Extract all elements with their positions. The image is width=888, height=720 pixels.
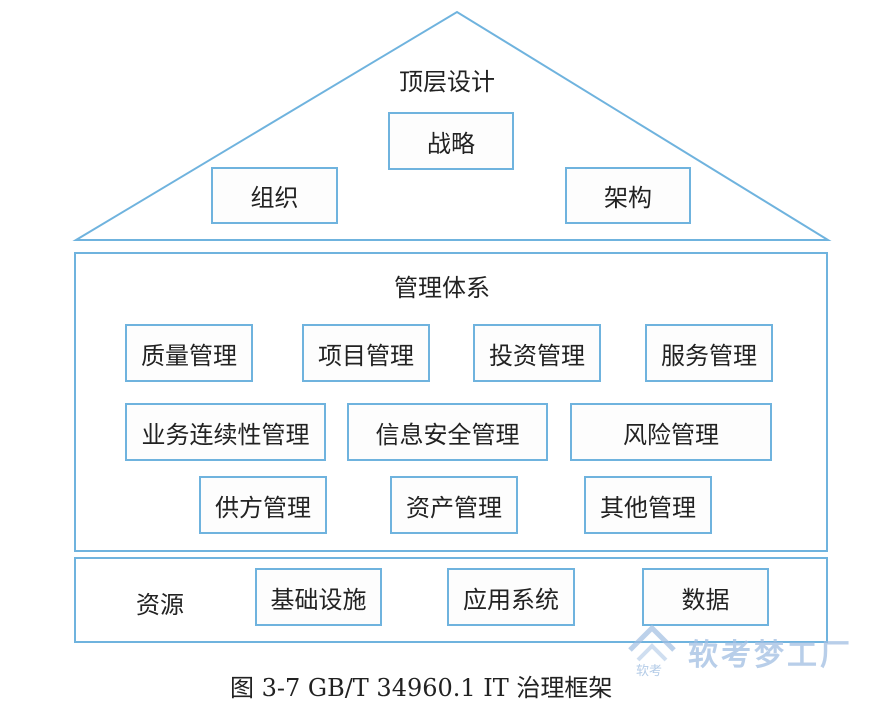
watermark-small-text: 软考: [636, 664, 663, 679]
project-management-box: 项目管理: [302, 324, 430, 382]
service-management-box: 服务管理: [645, 324, 773, 382]
information-security-management-box: 信息安全管理: [347, 403, 548, 461]
top-level-design-title: 顶层设计: [399, 68, 495, 96]
asset-management-box: 资产管理: [390, 476, 518, 534]
resources-title: 资源: [136, 591, 184, 619]
architecture-box: 架构: [565, 167, 691, 224]
resources-section-border: [74, 557, 828, 643]
supplier-management-box: 供方管理: [199, 476, 327, 534]
application-systems-box: 应用系统: [447, 568, 575, 626]
quality-management-box: 质量管理: [125, 324, 253, 382]
watermark-brand-text: 软考梦工厂: [688, 638, 853, 673]
risk-management-box: 风险管理: [570, 403, 772, 461]
infrastructure-box: 基础设施: [255, 568, 382, 626]
data-box: 数据: [642, 568, 769, 626]
watermark-logo-icon: [628, 624, 676, 662]
organization-box: 组织: [211, 167, 338, 224]
investment-management-box: 投资管理: [473, 324, 601, 382]
figure-caption: 图 3-7 GB/T 34960.1 IT 治理框架: [230, 674, 613, 702]
roof-triangle: [72, 10, 832, 241]
other-management-box: 其他管理: [584, 476, 712, 534]
business-continuity-management-box: 业务连续性管理: [125, 403, 326, 461]
strategy-box: 战略: [388, 112, 514, 170]
management-section-border: [74, 252, 828, 552]
management-system-title: 管理体系: [394, 274, 490, 302]
